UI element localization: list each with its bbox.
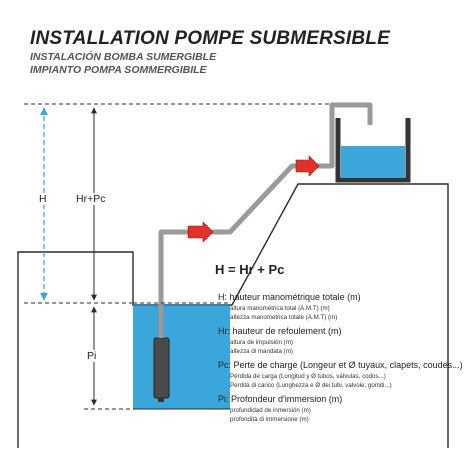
legend-pc-heading: Pc: Perte de charge (Longeur et Ø tuyaux… — [218, 360, 463, 370]
legend-pc-es: Pérdida de carga (Longitud y Ø tubos, vá… — [230, 373, 386, 380]
legend-pc-it: Perdita di carico (Lunghezza e Ø dei tub… — [230, 382, 392, 389]
legend-hr-it: altezza di mandata (m) — [230, 348, 293, 355]
legend-hr-heading: Hr: hauteur de refoulement (m) — [218, 326, 342, 336]
tank-water — [341, 146, 405, 178]
tank-outline — [335, 118, 411, 183]
pump-cable — [158, 398, 164, 402]
legend-h-it: altezza manometrica totale (A.M.T) (m) — [230, 314, 338, 321]
label-h: H — [38, 193, 48, 205]
legend-hr-es: altura de impulsión (m) — [230, 339, 293, 346]
title-es: INSTALACIÓN BOMBA SUMERGIBLE — [30, 51, 217, 63]
label-hr-pc: Hr+Pc — [75, 193, 107, 205]
legend-h-es: altura manométrica total (A.M.T) (m) — [230, 305, 330, 312]
equation: H = Hr + Pc — [215, 262, 285, 277]
flow-arrow-1 — [187, 221, 214, 243]
title-it: IMPIANTO POMPA SOMMERGIBILE — [30, 64, 207, 76]
legend-pi-it: profondità di immersione (m) — [230, 416, 309, 423]
submersible-pump — [153, 337, 170, 399]
flow-arrow-2 — [295, 155, 320, 177]
legend-h-heading: H: hauteur manométrique totale (m) — [218, 292, 361, 302]
label-pi: Pi — [86, 350, 98, 362]
legend-pi-es: profundidad de inmersión (m) — [230, 407, 311, 414]
title-fr: INSTALLATION POMPE SUBMERSIBLE — [30, 28, 390, 49]
legend-pi-heading: Pi: Profondeur d'immersion (m) — [218, 394, 343, 404]
well-water — [133, 305, 230, 409]
